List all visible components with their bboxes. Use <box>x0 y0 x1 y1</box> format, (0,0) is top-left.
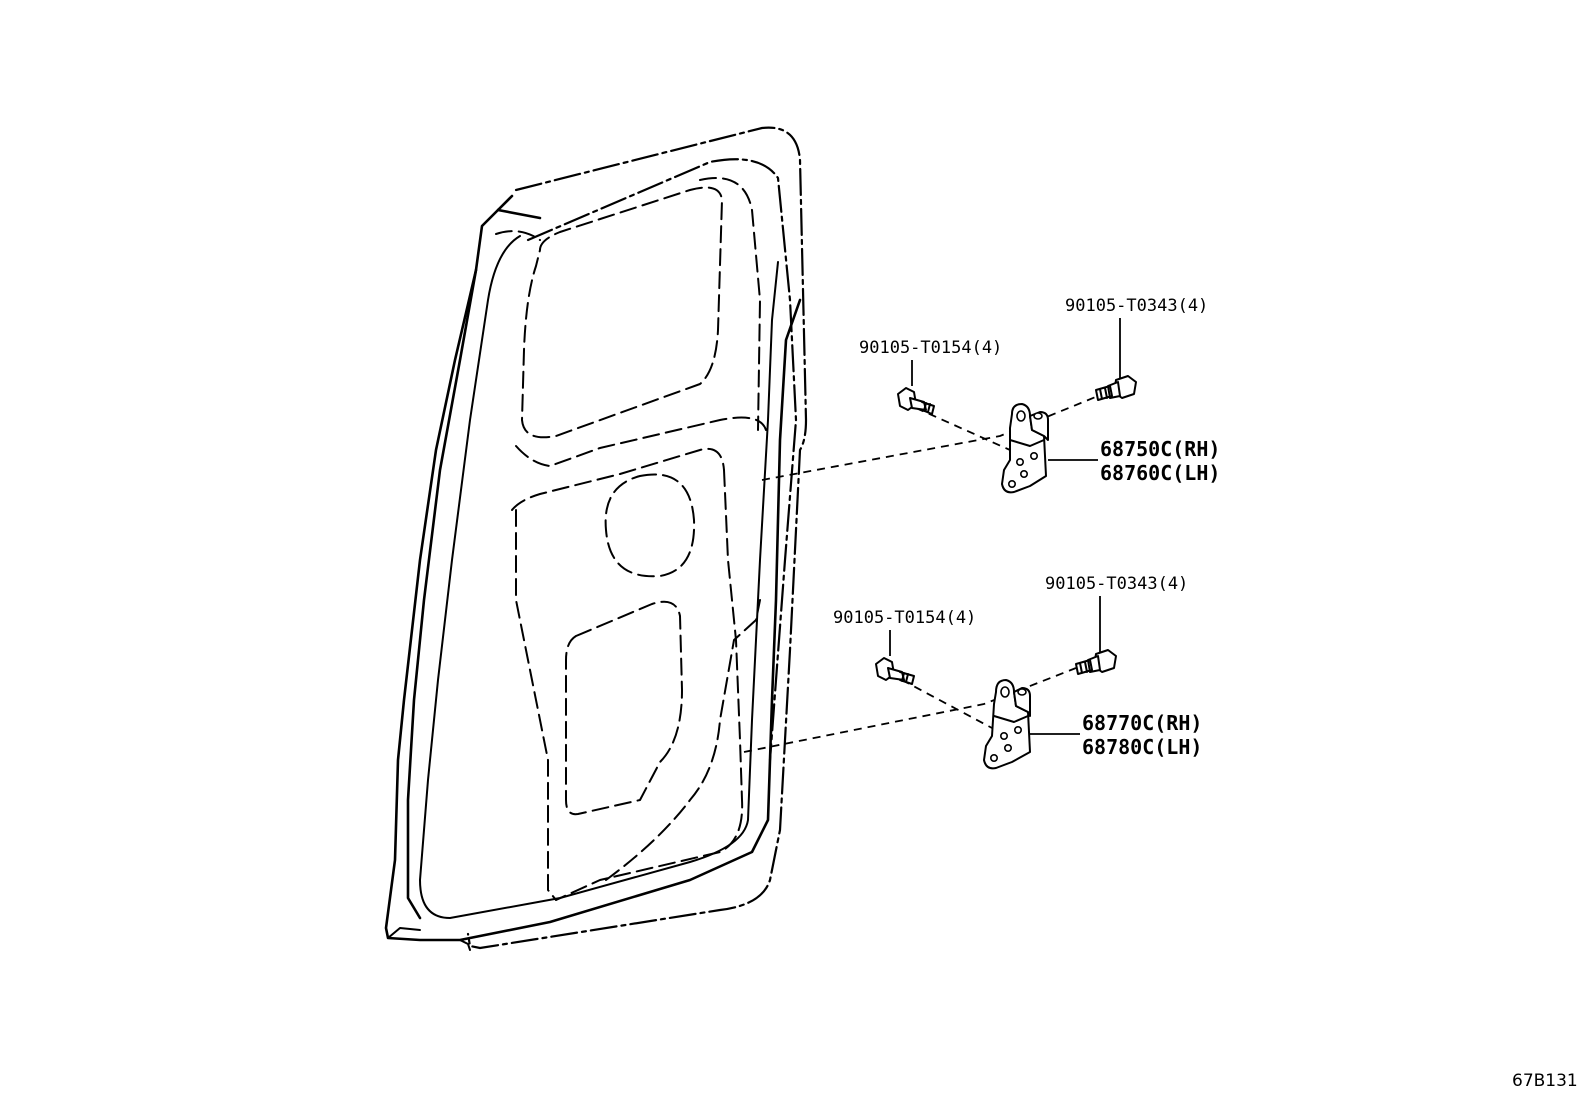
door-inner-panel-right <box>555 469 744 901</box>
upper-hinge-bolt-hole-3 <box>1019 469 1028 478</box>
door-inner-phantom-line <box>526 158 798 762</box>
upper-bolt-left-axis <box>915 407 1011 451</box>
upper-hinge-bolt-hole-4 <box>1007 479 1016 488</box>
upper-bolt-right-thread <box>1095 385 1113 401</box>
label-lower-hinge-rh: 68770C(RH) <box>1082 711 1202 735</box>
lower-hinge-knuckle <box>1013 687 1031 717</box>
label-upper-hinge-lh: 68760C(LH) <box>1100 461 1220 485</box>
lower-hinge-fold-line <box>993 715 1029 723</box>
door-inner-panel-left <box>515 509 557 901</box>
label-upper-hinge-rh: 68750C(RH) <box>1100 437 1220 461</box>
upper-hinge-group: 90105-T0154(4) 90105-T0343(4) 68750C(RH)… <box>761 296 1220 494</box>
upper-bolt-left <box>897 387 935 415</box>
door-outer-outline <box>384 194 802 942</box>
window-opening <box>521 186 723 439</box>
upper-hinge-fold-line <box>1009 439 1045 447</box>
label-upper-bolt-right: 90105-T0343(4) <box>1065 296 1208 316</box>
lower-hinge-bolt-hole-4 <box>989 753 998 762</box>
lower-bolt-right-thread <box>1075 659 1093 675</box>
upper-hinge-knuckle <box>1029 411 1049 441</box>
lower-bolt-left-flange <box>887 667 905 681</box>
upper-hinge-pin-hole <box>1016 410 1026 422</box>
speaker-opening <box>604 473 696 578</box>
lower-service-opening <box>565 600 683 816</box>
door-assembly <box>384 126 808 951</box>
lower-hinge-bolt-hole-2 <box>1013 725 1022 734</box>
lower-bolt-left <box>875 657 915 685</box>
lower-bolt-left-thread <box>899 671 915 685</box>
lower-hinge-pin-top <box>1017 688 1027 696</box>
lower-hinge-bolt-hole-3 <box>1003 743 1012 752</box>
label-lower-bolt-right: 90105-T0343(4) <box>1045 574 1188 594</box>
upper-hinge-bolt-hole-1 <box>1015 457 1024 466</box>
upper-hinge-axis-to-door <box>761 395 1099 481</box>
upper-door-hinge <box>1001 403 1049 494</box>
door-bottom-edge <box>387 927 471 951</box>
upper-hinge-pin-top <box>1033 412 1043 420</box>
label-lower-hinge-lh: 68780C(LH) <box>1082 735 1202 759</box>
door-lower-seam <box>605 599 761 881</box>
lower-hinge-group: 90105-T0154(4) 90105-T0343(4) 68770C(RH)… <box>743 574 1202 770</box>
lower-hinge-axis-to-door <box>743 667 1077 753</box>
lower-bolt-left-axis <box>901 679 993 729</box>
lower-hinge-bolt-hole-1 <box>999 731 1008 740</box>
diagram-id: 67B131 <box>1512 1071 1578 1091</box>
label-upper-bolt-left: 90105-T0154(4) <box>859 338 1002 358</box>
upper-bolt-right <box>1095 375 1137 401</box>
lower-bolt-right <box>1075 649 1117 675</box>
upper-bolt-left-thread <box>921 401 935 415</box>
upper-bolt-left-flange <box>909 397 927 411</box>
door-inner-frame <box>419 235 779 919</box>
label-lower-bolt-left: 90105-T0154(4) <box>833 608 976 628</box>
door-belt-rail <box>511 416 767 511</box>
lower-hinge-pin-hole <box>1000 686 1010 698</box>
door-body-phantom-outline <box>466 126 808 950</box>
door-frame-edge <box>406 208 542 920</box>
upper-hinge-bolt-hole-2 <box>1030 451 1039 460</box>
lower-door-hinge <box>983 679 1031 770</box>
window-frame-rail <box>495 177 761 431</box>
